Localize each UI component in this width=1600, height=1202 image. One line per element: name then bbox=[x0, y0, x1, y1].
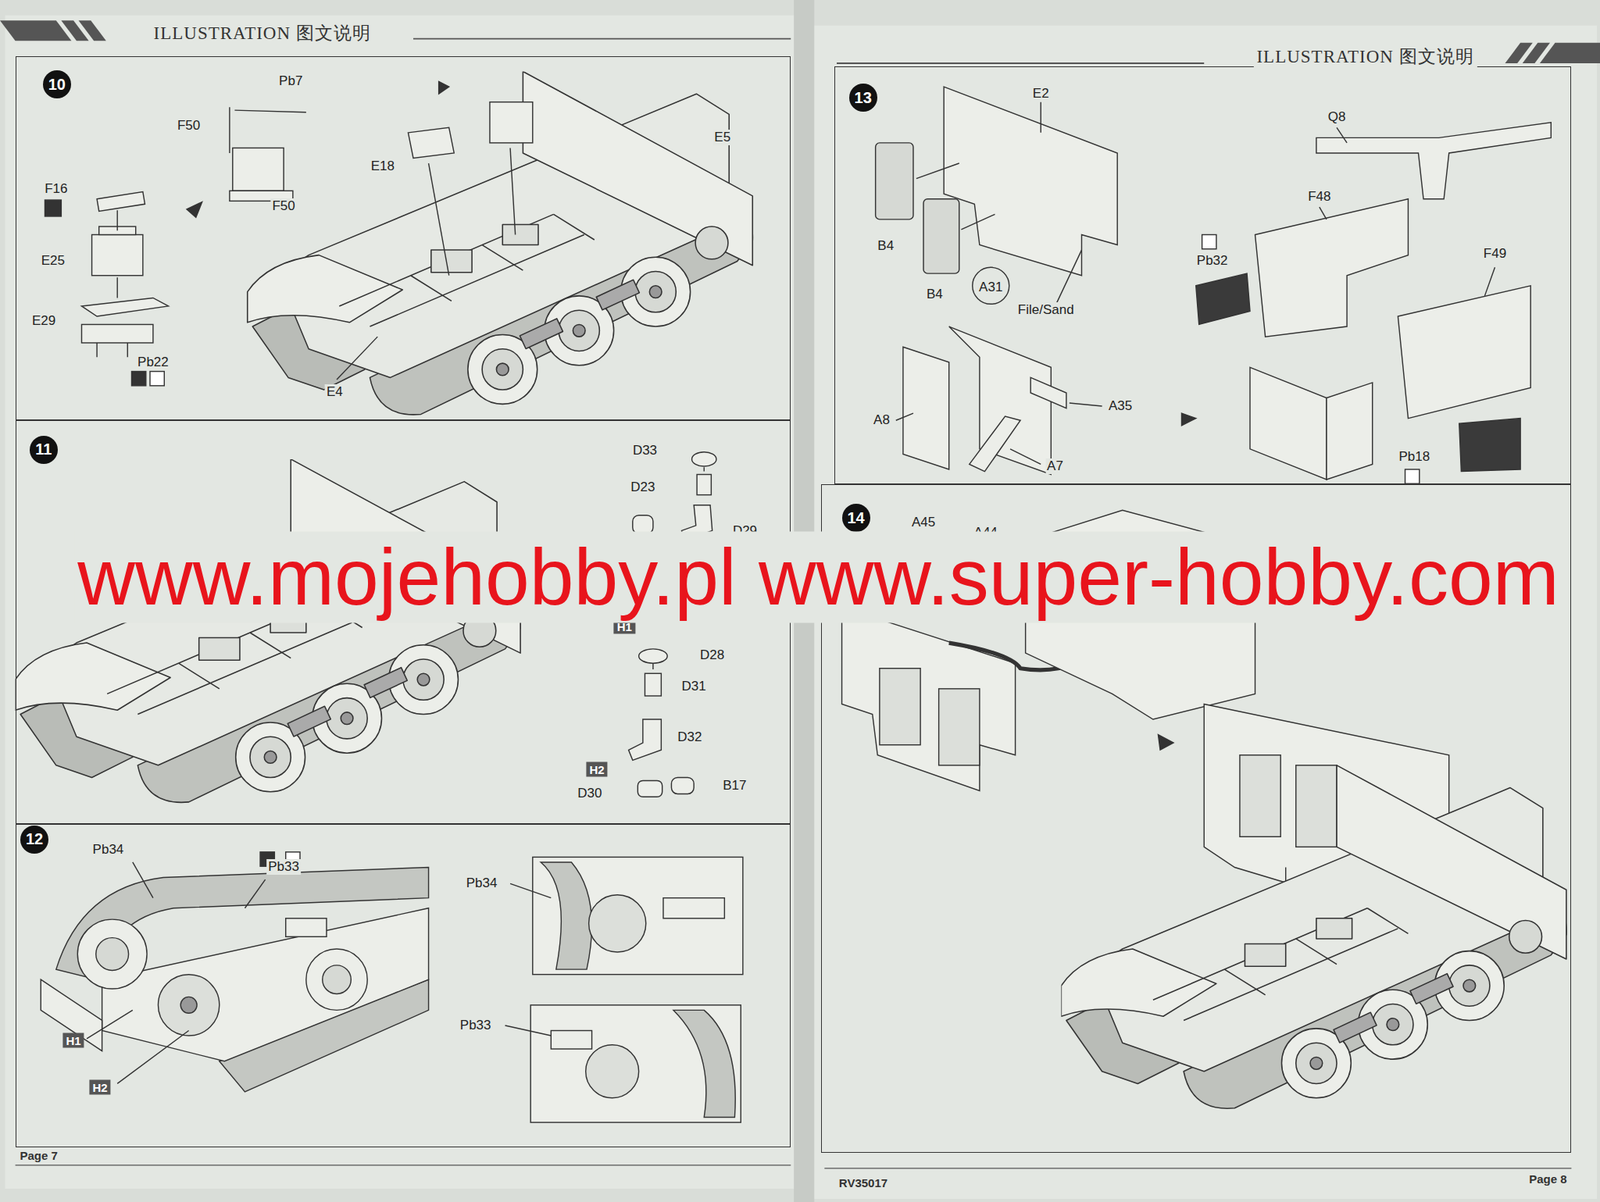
step-number: 10 bbox=[42, 70, 72, 99]
part-label: Pb22 bbox=[135, 354, 171, 371]
step-panel: 13 bbox=[834, 66, 1572, 486]
part-label: D23 bbox=[628, 479, 657, 496]
part-label: F50 bbox=[270, 198, 297, 215]
part-label: F49 bbox=[1482, 246, 1508, 262]
assembly-marker: H1 bbox=[62, 1033, 84, 1049]
part-label: D31 bbox=[680, 678, 708, 695]
page-header: ILLUSTRATION 图文说明 bbox=[150, 20, 375, 45]
part-label: D32 bbox=[675, 729, 704, 746]
part-label: B17 bbox=[721, 778, 748, 794]
step-number: 11 bbox=[29, 435, 58, 465]
part-label: Q8 bbox=[1326, 109, 1348, 125]
part-label: Pb34 bbox=[464, 875, 500, 892]
part-label: E2 bbox=[1031, 85, 1051, 102]
part-label: A31 bbox=[977, 279, 1004, 296]
step-number: 14 bbox=[842, 503, 871, 533]
part-label: A8 bbox=[871, 412, 892, 429]
part-label: B4 bbox=[925, 286, 945, 303]
kit-code: RV35017 bbox=[837, 1175, 890, 1190]
step-panel: 10 bbox=[15, 56, 792, 421]
part-label: F50 bbox=[175, 117, 202, 134]
watermark: www.mojehobby.pl www.super-hobby.com bbox=[74, 532, 1563, 624]
part-label: Pb32 bbox=[1195, 253, 1230, 269]
step-number: 12 bbox=[20, 825, 49, 854]
part-label: Pb7 bbox=[277, 73, 304, 90]
assembly-marker: H2 bbox=[585, 761, 608, 777]
step-number: 13 bbox=[849, 83, 878, 112]
assembly-marker: H2 bbox=[89, 1080, 111, 1096]
part-label: Pb33 bbox=[458, 1017, 493, 1034]
part-label: E4 bbox=[325, 384, 345, 400]
part-label: D30 bbox=[575, 785, 604, 802]
part-label: File/Sand bbox=[1016, 302, 1076, 318]
part-label: A35 bbox=[1107, 398, 1134, 415]
part-label: F16 bbox=[42, 181, 69, 197]
part-label: E29 bbox=[30, 313, 58, 329]
part-label: F48 bbox=[1306, 189, 1333, 205]
part-label: Pb34 bbox=[91, 842, 126, 858]
page-header: ILLUSTRATION 图文说明 bbox=[1253, 43, 1477, 68]
step-panel: 12 bbox=[15, 824, 792, 1148]
part-label: A45 bbox=[910, 514, 937, 531]
part-label: D33 bbox=[631, 442, 659, 459]
part-label: E5 bbox=[712, 129, 733, 146]
part-label: E25 bbox=[39, 253, 67, 269]
part-label: A7 bbox=[1045, 458, 1065, 475]
part-label: Pb33 bbox=[266, 859, 301, 875]
part-label: Pb18 bbox=[1396, 449, 1432, 465]
part-label: D28 bbox=[698, 647, 726, 664]
part-label: E18 bbox=[369, 158, 397, 175]
page-number: Page 7 bbox=[17, 1148, 59, 1162]
part-label: B4 bbox=[875, 238, 896, 254]
page-number: Page 8 bbox=[1527, 1171, 1568, 1186]
